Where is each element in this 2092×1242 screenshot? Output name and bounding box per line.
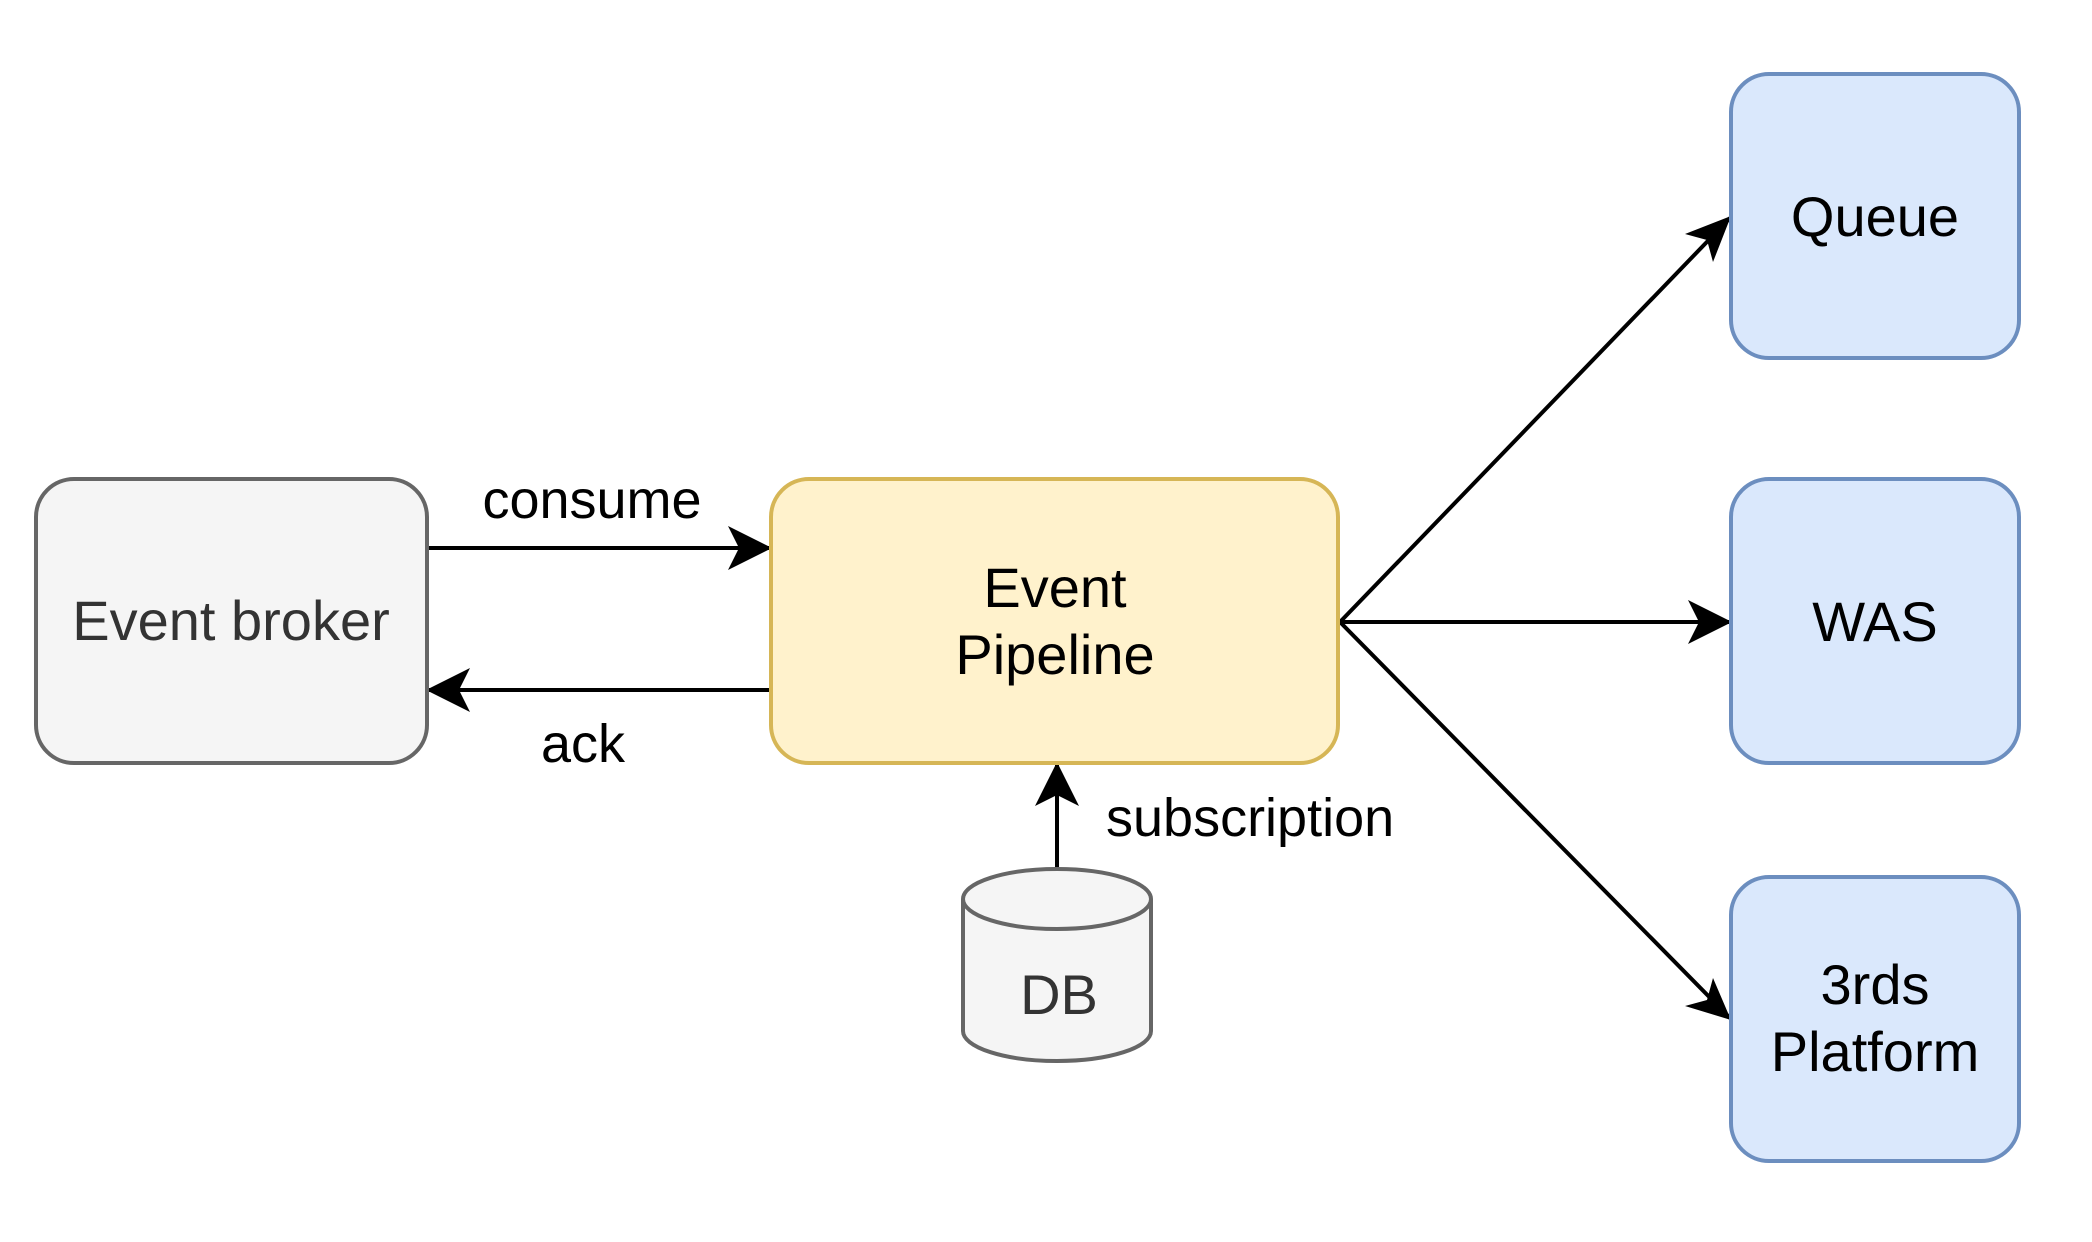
arrowheads: [426, 216, 1732, 1020]
event-pipeline-box: [769, 477, 1340, 765]
event-pipeline-label-line2: Pipeline: [955, 623, 1154, 686]
was-label: WAS: [1812, 590, 1937, 653]
event-pipeline-node[interactable]: Event Pipeline: [769, 477, 1340, 765]
consume-label: consume: [482, 470, 701, 530]
queue-node[interactable]: Queue: [1729, 72, 2021, 360]
was-arrowhead: [1688, 600, 1732, 644]
subscription-label: subscription: [1106, 788, 1394, 848]
db-cylinder-top: [961, 898, 1153, 931]
pipeline-to-third-party-edge: [1338, 620, 1732, 1020]
queue-arrowhead: [1685, 216, 1731, 262]
event-pipeline-label-line1: Event: [983, 556, 1127, 619]
pipeline-to-queue-edge: [1338, 216, 1732, 624]
queue-label: Queue: [1791, 185, 1959, 248]
edges: [428, 216, 1732, 1020]
subscription-arrowhead: [1035, 762, 1079, 806]
event-broker-node[interactable]: Event broker: [34, 477, 429, 765]
ack-arrowhead: [426, 668, 470, 712]
third-party-label-line1: 3rds: [1821, 953, 1930, 1016]
third-party-platform-node[interactable]: 3rds Platform: [1729, 875, 2021, 1163]
was-node[interactable]: WAS: [1729, 477, 2021, 765]
consume-arrowhead: [728, 526, 772, 570]
third-party-arrowhead: [1685, 978, 1731, 1020]
db-label: DB: [1020, 963, 1098, 1026]
was-box: [1729, 477, 2021, 765]
ack-label: ack: [541, 714, 626, 774]
event-broker-box: [34, 477, 429, 765]
db-node[interactable]: DB: [961, 867, 1153, 1063]
db-cylinder-body: [961, 867, 1153, 1063]
event-broker-label: Event broker: [72, 589, 390, 652]
third-party-platform-box: [1729, 875, 2021, 1163]
queue-box: [1729, 72, 2021, 360]
third-party-label-line2: Platform: [1771, 1020, 1980, 1083]
